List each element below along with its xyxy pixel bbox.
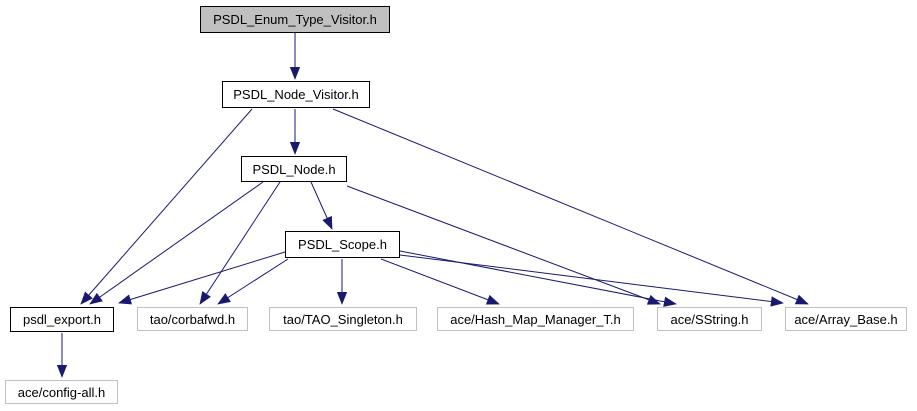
node-psdl-node-visitor-h[interactable]: PSDL_Node_Visitor.h xyxy=(222,81,370,108)
edge-psdl-node-to-psdl-scope xyxy=(310,181,333,230)
edge-node-visitor-to-array-base xyxy=(332,108,809,305)
edge-psdl-node-to-sstring xyxy=(346,185,661,305)
node-psdl-node-h[interactable]: PSDL_Node.h xyxy=(241,156,347,182)
node-tao-corbafwd-h: tao/corbafwd.h xyxy=(137,307,248,331)
edge-psdl-scope-to-psdl-export xyxy=(118,251,286,305)
edge-psdl-node-to-psdl-export xyxy=(89,181,264,305)
edge-psdl-node-to-corbafwd xyxy=(199,181,281,305)
edge-psdl-scope-to-sstring xyxy=(399,250,677,307)
edge-psdl-scope-to-array-base xyxy=(399,254,784,307)
node-ace-config-all-h: ace/config-all.h xyxy=(5,380,118,404)
edge-psdl-scope-to-corbafwd xyxy=(217,258,289,305)
edge-node-visitor-to-psdl-export xyxy=(80,108,253,305)
node-psdl-enum-type-visitor-h: PSDL_Enum_Type_Visitor.h xyxy=(200,6,390,33)
edge-psdl-scope-to-hash-map-manager xyxy=(380,258,500,305)
node-ace-hash-map-manager-t-h: ace/Hash_Map_Manager_T.h xyxy=(437,307,634,331)
node-ace-sstring-h: ace/SString.h xyxy=(657,307,762,331)
node-ace-array-base-h: ace/Array_Base.h xyxy=(785,307,907,331)
node-psdl-export-h[interactable]: psdl_export.h xyxy=(10,307,114,332)
node-tao-tao-singleton-h: tao/TAO_Singleton.h xyxy=(269,307,417,331)
node-psdl-scope-h[interactable]: PSDL_Scope.h xyxy=(285,231,400,258)
